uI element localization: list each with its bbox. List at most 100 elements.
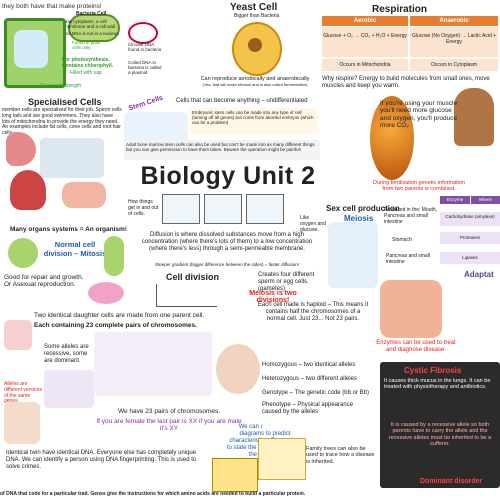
muscle-note: If you're using your muscle you'll need … [380, 100, 458, 130]
mitosis-note-main: Two identical daughter cells are made fr… [34, 312, 205, 319]
vacuole-image [14, 30, 48, 68]
top-left-line: they both have that make proteins! [2, 3, 102, 10]
adaptation-label: Adaptat [464, 270, 494, 279]
enzyme-header: Enzyme [440, 196, 470, 204]
sperm-image [40, 138, 104, 178]
fertilisation-note: During fertilisation genetic information… [372, 180, 466, 193]
yeast-note: Can reproduce aerobically and anaerobica… [200, 76, 310, 82]
anaerobic-equation: Glucose (No Oxygen) → Lactic Acid + Ener… [410, 27, 498, 57]
diffusion-beaker-1 [162, 194, 200, 224]
yeast-subtitle: Bigger than Bacteria [234, 13, 280, 19]
enzyme-disease-note: Enzymes can be used to treat and diagnos… [376, 340, 456, 353]
enzyme-row-lipases: Lipases [440, 252, 500, 264]
aerobic-location: Occurs in Mitochondria [322, 59, 408, 71]
yeast-title: Yeast Cell [230, 2, 278, 13]
why-respire: Why respire? Energy to build molecules f… [322, 76, 490, 89]
normal-division-note: Good for repair and growth. Or Asexual r… [4, 274, 84, 289]
cystic-fibrosis-title: Cystic Fibrosis [404, 366, 462, 375]
twins-image [4, 402, 40, 444]
cell-division-diagram [156, 284, 217, 307]
cystic-fibrosis-meds: It causes thick mucus in the lungs. It c… [384, 378, 491, 391]
cell-division-text: Creates four different sperm or egg cell… [258, 272, 315, 292]
family-tree-image [258, 438, 306, 480]
diffusion-steeper: Steeper gradient (bigger difference betw… [154, 262, 300, 267]
where-header: Where produced [471, 196, 500, 210]
diffusion-beaker-2 [204, 194, 242, 224]
heterozygous-def: Heterozygous – two different alleles [262, 376, 357, 382]
enzyme-stomach: Stomach [392, 237, 412, 243]
specialised-text: member cells are specialised for their j… [2, 107, 122, 136]
muscle-man-image [454, 88, 494, 146]
diffusion-text: Diffusion is where dissolved substances … [141, 232, 313, 252]
dna-note: But DNA is not in a nucleus [64, 31, 119, 36]
cystic-fibrosis-text: It is caused by a recessive allele so bo… [388, 422, 492, 447]
mitosis-image-2 [104, 236, 124, 276]
respiration-title: Respiration [372, 4, 428, 15]
carbohydrase-label: Carbohydrase [445, 214, 474, 219]
normal-division-title: Normal cell division – Mitosis [43, 240, 107, 258]
diffusion-beaker-3 [246, 194, 284, 224]
chloroplast-note: For photosynthesis. Contains chlorophyll… [62, 57, 114, 69]
bacteria-note: Has cytoplasm, a cell membrane and a cel… [64, 19, 117, 30]
plasmid-note: Coiled DNA in bacteria is called a plasm… [128, 60, 162, 76]
aerobic-header: Aerobic [322, 16, 408, 26]
bottom-line: of DNA that code for a particular trait.… [0, 491, 306, 497]
definitions-panel [262, 360, 374, 430]
main-title: Biology Unit 2 [140, 162, 316, 190]
cell-wall-note: Gives cell strength [40, 83, 82, 89]
stomach-image [6, 132, 36, 166]
stem-cells-label: Stem Cells [127, 94, 165, 113]
punnett-square [212, 458, 258, 492]
meiosis-cells-image [328, 222, 378, 288]
sex-cell-title: Sex cell production [326, 204, 400, 213]
alleles-different: Alleles are different versions of the sa… [4, 381, 42, 404]
intestine-image [62, 182, 106, 208]
meiosis-subtitle: Meiosis is two divisions! [249, 290, 297, 304]
bacteria-cell-image [68, 14, 120, 42]
karyotype-image [94, 332, 212, 396]
organ-systems-note: Many organs systems = An organism! [10, 226, 127, 233]
plant-only-note: Found in plant cells only [72, 40, 101, 51]
family-trees-note: Family trees can also be used to trace h… [306, 446, 375, 465]
baby-image [216, 344, 260, 394]
amylase-label: (amylase) [474, 214, 495, 219]
chromosomes-line-1: We have 23 pairs of chromosomes. [117, 408, 221, 415]
haploid-note: Each cell made is haploid – This means i… [257, 302, 369, 322]
bacteria-cell-label: Bacteria Cell [76, 11, 107, 17]
circular-dna-image [128, 22, 158, 44]
adult-text: Adult bone marrow stem cells can also be… [126, 142, 315, 153]
circular-dna-note: Circular DNA found in bacteria [128, 42, 162, 53]
diffusion-caption-left: How things get in and out of cells. [128, 199, 159, 217]
division-cells-image [88, 282, 124, 304]
diffusion-caption-right: Like oxygen and glucose. [300, 215, 326, 233]
enzyme-row-carbohydrase: Carbohydrase (amylase) [440, 212, 500, 226]
specialised-title: Specialised Cells [28, 97, 102, 107]
enzyme-table: Enzyme Where produced Carbohydrase (amyl… [440, 196, 500, 268]
enzyme-row-proteases: Proteases [440, 232, 500, 244]
enzyme-pancreas: Pancreas and small intestine [386, 253, 430, 265]
anaerobic-header: Anaerobic [410, 16, 498, 26]
recessive-note: Some alleles are recessive, some are dom… [44, 344, 89, 364]
enzyme-produced: Produced in the: Mouth, Pancreas and sma… [384, 207, 438, 225]
aerobic-equation: Glucose + O₂ → CO₂ + H₂O + Energy [322, 27, 408, 57]
orange-cell-image [370, 96, 414, 180]
vacuole-note: Filled with sap [70, 70, 102, 76]
phenotype-def: Phenotype – Physical appearance caused b… [262, 402, 354, 415]
embryonic-panel [190, 108, 318, 134]
stem-cells-intro: Cells that can become anything – undiffe… [176, 98, 308, 104]
adult-panel [124, 140, 320, 160]
homozygous-def: Homozygous – two identical alleles [262, 362, 356, 368]
anaerobic-location: Occurs in Cytoplasm [410, 59, 498, 71]
embryonic-text: Embryonic stem cells can be made into an… [192, 110, 314, 126]
dominant-disorder-label: Dominant disorder [420, 478, 483, 485]
twins-note: Identical twin have identical DNA. Every… [6, 450, 197, 470]
respiration-table: Aerobic Anaerobic Glucose + O₂ → CO₂ + H… [322, 16, 498, 74]
chromosome-diagram-image [44, 370, 94, 408]
mitosis-note-sub: Each containing 23 complete pairs of chr… [34, 322, 197, 329]
yeast-note-2: (Yes, that will make ethanol and is also… [202, 82, 308, 87]
meiosis-title: Meiosis [344, 214, 374, 223]
body-organs-image [10, 170, 46, 210]
cell-division-title: Cell division [166, 272, 220, 282]
mitosis-image [8, 238, 38, 268]
cystic-fibrosis-panel [380, 362, 500, 488]
